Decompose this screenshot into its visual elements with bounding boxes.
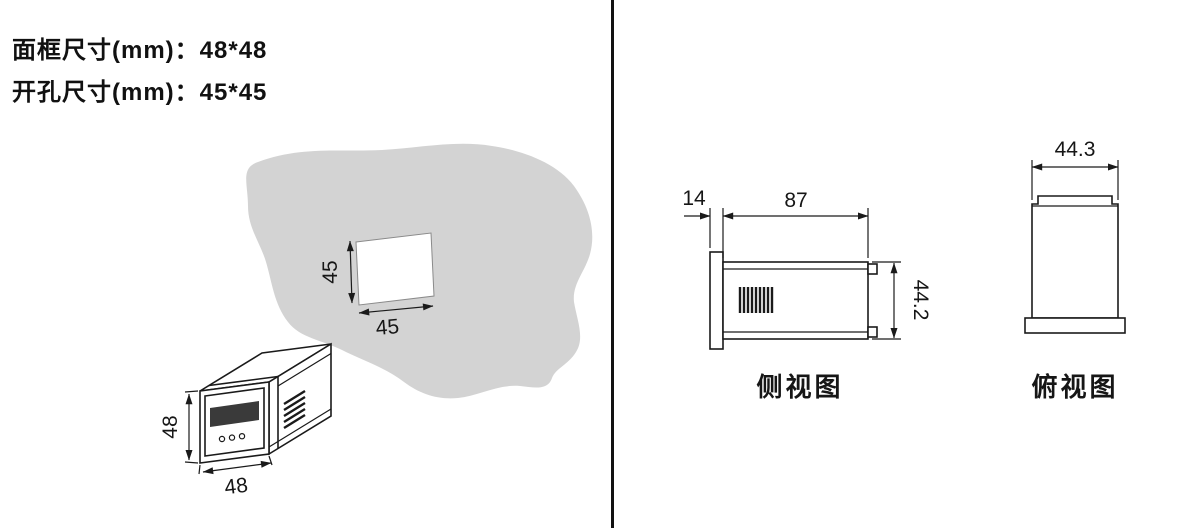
meter-height-ext-bottom [184, 461, 199, 464]
panel-cutout-diagram: 45 45 [246, 143, 593, 399]
meter-width-ext-left [198, 464, 201, 475]
section-divider [611, 0, 614, 528]
cutout-width-dim-line [358, 303, 434, 316]
bezel-depth-dim-label: 14 [682, 187, 706, 210]
meter-width-ext-right [268, 455, 273, 466]
cutout-rect [355, 232, 435, 306]
front-inner-bezel [204, 387, 265, 457]
front-buttons [218, 433, 246, 443]
top-flange [1024, 317, 1126, 334]
meter-width-dim-label: 48 [223, 474, 249, 500]
cutout-height-dim-line [346, 240, 356, 304]
rear-tab-bottom [867, 326, 878, 338]
side-bezel [709, 251, 724, 350]
meter-3d-diagram: 48 48 [159, 342, 332, 500]
top-view-caption: 俯视图 [1031, 372, 1118, 402]
cutout-height-dim-label: 45 [319, 260, 342, 283]
display-strip [210, 401, 259, 427]
top-body [1031, 195, 1119, 319]
meter-height-ext-top [184, 390, 199, 393]
bezel-seam-top [208, 375, 279, 387]
case-seam-lower [268, 408, 332, 448]
cutout-size-label: 开孔尺寸(mm)：45*45 [12, 79, 268, 106]
side-vent-grille [738, 287, 774, 313]
body-length-dim-label: 87 [784, 189, 807, 212]
cutout-width-dim-label: 45 [375, 315, 400, 340]
frame-size-label: 面框尺寸(mm)：48*48 [12, 37, 268, 64]
meter-height-dim-label: 48 [159, 415, 182, 438]
side-view-drawing: 14 87 44.2 侧视图 [682, 187, 932, 402]
top-width-dim-label: 44.3 [1055, 138, 1096, 161]
meter-width-dim-line [202, 460, 272, 475]
side-view-caption: 侧视图 [756, 372, 843, 402]
case-seam-upper [277, 352, 332, 387]
side-vents [283, 389, 306, 430]
top-view-drawing: 44.3 俯视图 [1024, 138, 1126, 402]
side-height-dim-label: 44.2 [909, 280, 932, 321]
rear-tab-top [867, 263, 878, 275]
